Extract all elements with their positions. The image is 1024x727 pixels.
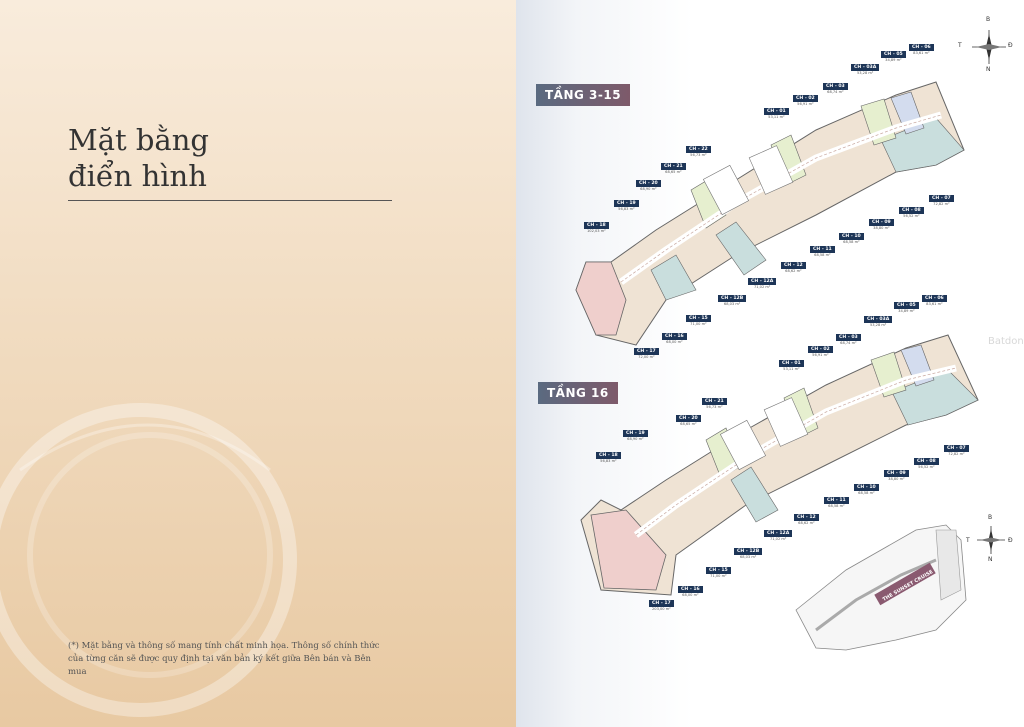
compass-north: B <box>986 16 991 23</box>
compass-west-keyplan: T <box>966 537 970 544</box>
floor-tag-16: TẦNG 16 <box>538 382 618 404</box>
compass-icon <box>972 30 1006 64</box>
floor-tag-3-15: TẦNG 3-15 <box>536 84 631 106</box>
floor-plans-panel: Batdongsan TẦNG 3-15 TẦNG 16 CH - 18102,… <box>516 0 1024 727</box>
watermark-text: Batdongsan <box>988 336 1024 347</box>
floor-plan-16 <box>580 334 979 596</box>
footnote: (*) Mặt bằng và thông số mang tính chất … <box>68 641 380 677</box>
compass-west: T <box>958 42 962 49</box>
floor-plans-svg <box>575 81 979 651</box>
compass-icon-keyplan <box>977 526 1005 554</box>
left-panel: Mặt bằng điển hình (*) Mặt bằng và thông… <box>0 0 516 727</box>
floor-plan-3-15 <box>575 81 965 346</box>
keyplan-highlight <box>874 562 936 606</box>
compass-east-keyplan: Đ <box>1008 537 1013 544</box>
compass-south: N <box>986 66 991 73</box>
title-line-2: điển hình <box>68 159 207 193</box>
title-line-1: Mặt bằng <box>68 123 209 157</box>
decorative-swirl <box>0 0 516 727</box>
compass-north-keyplan: B <box>988 514 993 521</box>
page-title: Mặt bằng điển hình <box>68 122 209 194</box>
key-plan <box>795 524 967 651</box>
title-divider <box>68 200 392 201</box>
compass-east: Đ <box>1008 42 1013 49</box>
compass-south-keyplan: N <box>988 556 993 563</box>
